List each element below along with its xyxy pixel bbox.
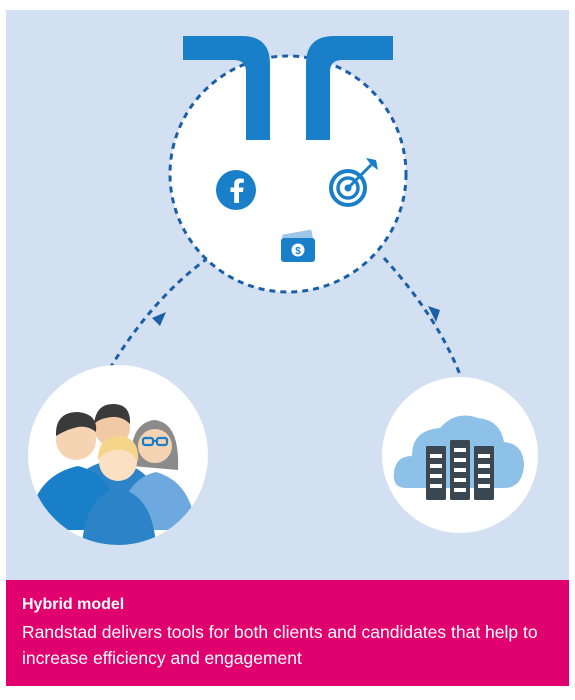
randstad-logo-icon [183,36,393,140]
arrow-right-icon [428,306,440,322]
hub-circle [168,54,408,294]
money-icon: $ [281,229,315,262]
target-icon [329,158,378,207]
arrow-left-icon [152,312,166,326]
caption-text: Randstad delivers tools for both clients… [22,622,538,668]
connector-right [382,256,464,381]
facebook-icon [216,170,256,210]
hybrid-model-diagram: $ [28,36,538,545]
caption-box: Hybrid model Randstad delivers tools for… [6,580,569,686]
svg-text:$: $ [295,246,301,257]
people-group-icon [28,365,208,545]
cloud-server-icon [382,377,538,533]
caption-title: Hybrid model [22,596,125,613]
connector-left [104,256,209,376]
